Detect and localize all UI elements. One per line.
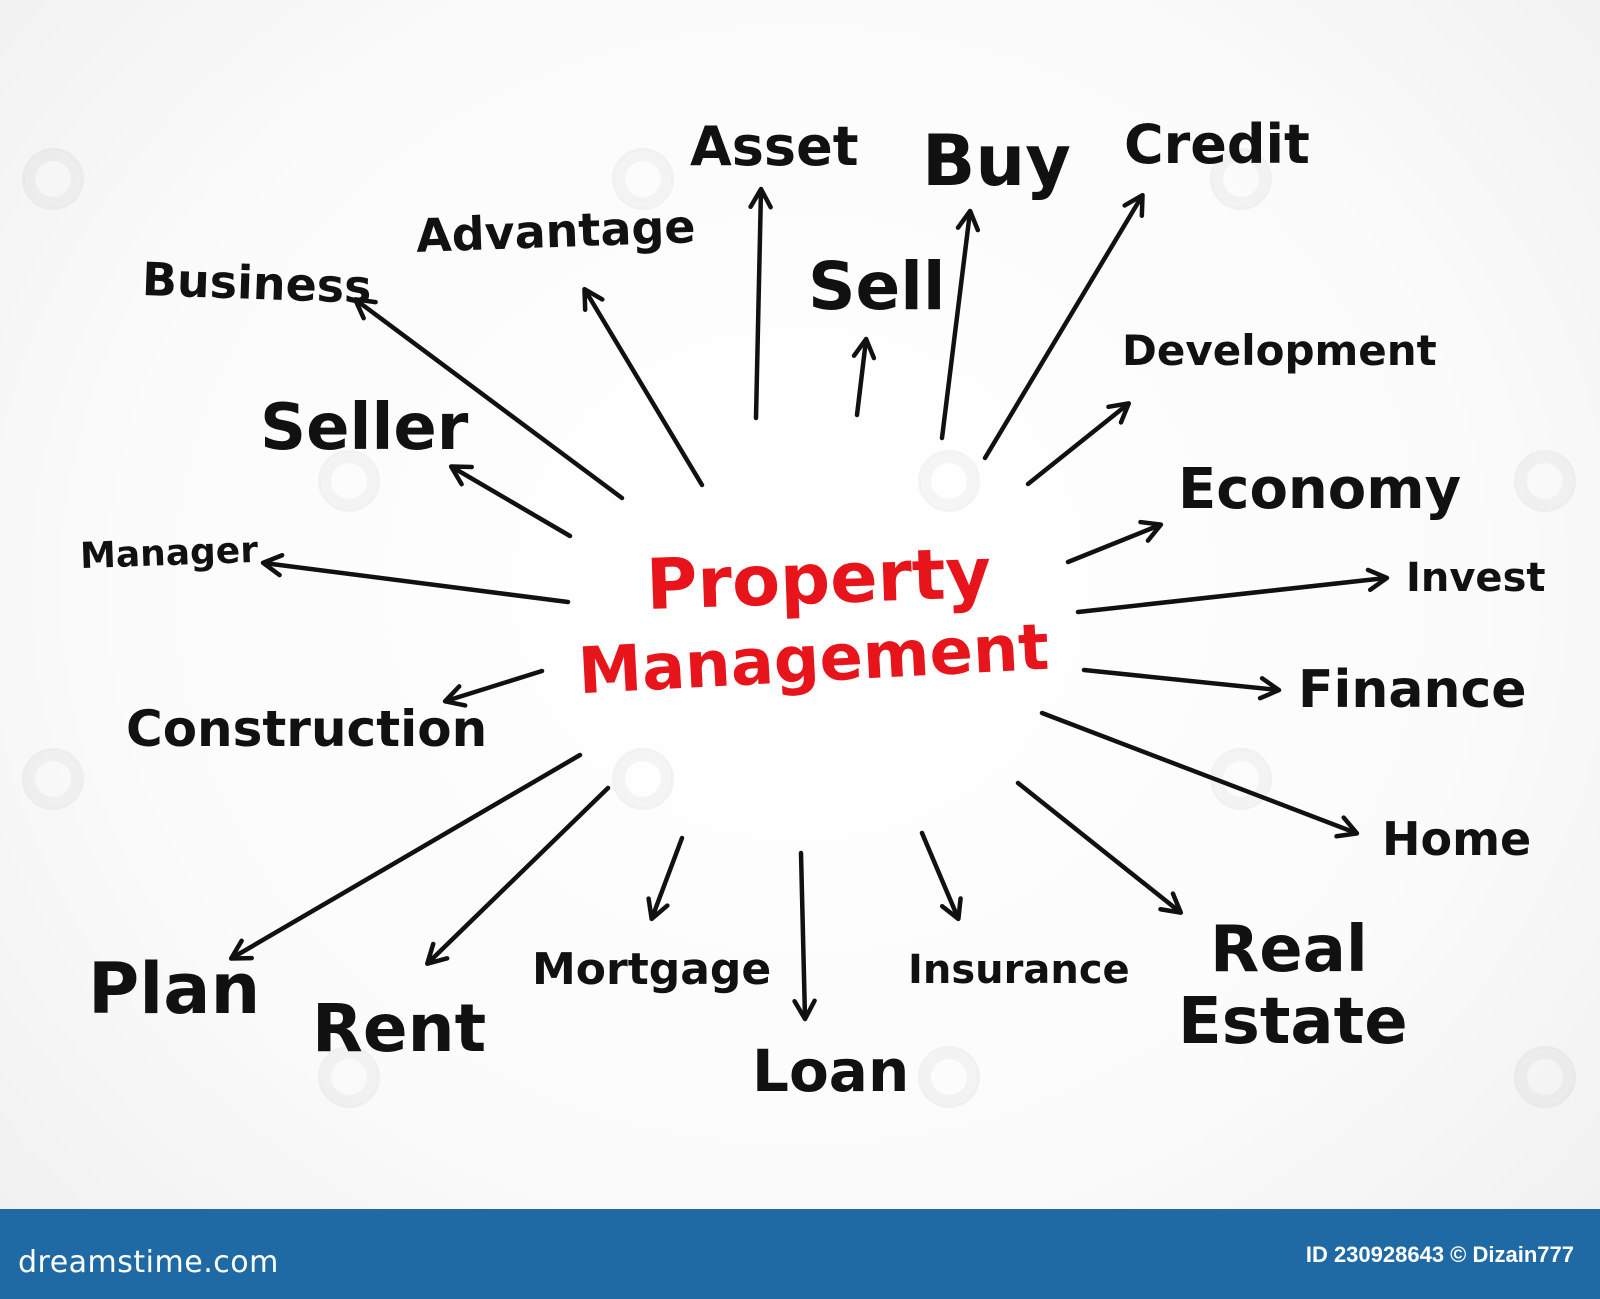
word-buy: Buy bbox=[922, 120, 1071, 202]
arrow-plan bbox=[228, 752, 583, 961]
arrow-advantage bbox=[582, 286, 705, 488]
word-seller: Seller bbox=[260, 391, 469, 465]
word-insurance: Insurance bbox=[908, 947, 1130, 993]
arrow-real-estate bbox=[1015, 780, 1184, 915]
footer-logo[interactable]: dreamstime.com bbox=[18, 1245, 279, 1280]
watermark-icon bbox=[1514, 450, 1576, 512]
word-finance: Finance bbox=[1298, 660, 1527, 720]
arrow-seller bbox=[448, 464, 573, 539]
word-plan: Plan bbox=[88, 948, 261, 1030]
watermark-icon bbox=[1210, 148, 1272, 210]
central-topic-line1: Property bbox=[644, 532, 993, 626]
arrow-development bbox=[1025, 401, 1132, 487]
watermark-icon bbox=[918, 1046, 980, 1108]
word-mortgage: Mortgage bbox=[532, 944, 772, 995]
watermark-icon bbox=[22, 148, 84, 210]
word-loan: Loan bbox=[752, 1037, 910, 1105]
image-id-credit: ID 230928643 © Dizain777 bbox=[1305, 1242, 1574, 1267]
word-development: Development bbox=[1122, 326, 1437, 375]
arrow-loan bbox=[792, 850, 817, 1022]
arrow-asset bbox=[748, 186, 773, 421]
arrow-insurance bbox=[919, 830, 963, 922]
word-rent: Rent bbox=[312, 990, 487, 1067]
word-real-estate-line1: Real bbox=[1210, 913, 1368, 987]
word-manager: Manager bbox=[79, 529, 259, 578]
word-business: Business bbox=[141, 252, 373, 314]
arrow-construction bbox=[442, 668, 545, 708]
arrow-invest bbox=[1075, 567, 1390, 615]
word-advantage: Advantage bbox=[415, 199, 697, 263]
footer-bar bbox=[0, 1209, 1600, 1299]
arrow-credit bbox=[982, 192, 1145, 461]
word-construction: Construction bbox=[126, 700, 488, 758]
arrow-manager bbox=[260, 552, 571, 605]
watermark-icon bbox=[612, 748, 674, 810]
arrow-economy bbox=[1065, 519, 1164, 565]
word-home: Home bbox=[1382, 812, 1532, 866]
arrow-rent bbox=[425, 785, 611, 966]
word-economy: Economy bbox=[1178, 457, 1462, 522]
arrow-home bbox=[1039, 710, 1360, 839]
word-invest: Invest bbox=[1406, 555, 1546, 601]
watermark-icon bbox=[612, 148, 674, 210]
arrow-business bbox=[352, 297, 625, 501]
word-sell: Sell bbox=[808, 248, 946, 325]
arrow-mortgage bbox=[646, 835, 685, 922]
watermark-icon bbox=[318, 450, 380, 512]
watermark-icon bbox=[918, 450, 980, 512]
watermark-icon bbox=[318, 1046, 380, 1108]
word-credit: Credit bbox=[1124, 113, 1310, 176]
word-real-estate-line2: Estate bbox=[1178, 985, 1408, 1059]
arrow-finance bbox=[1081, 667, 1282, 701]
word-asset: Asset bbox=[690, 115, 859, 178]
watermark-icon bbox=[22, 748, 84, 810]
arrow-sell bbox=[851, 336, 877, 418]
watermark-icon bbox=[1514, 1046, 1576, 1108]
arrow-buy bbox=[939, 208, 981, 441]
